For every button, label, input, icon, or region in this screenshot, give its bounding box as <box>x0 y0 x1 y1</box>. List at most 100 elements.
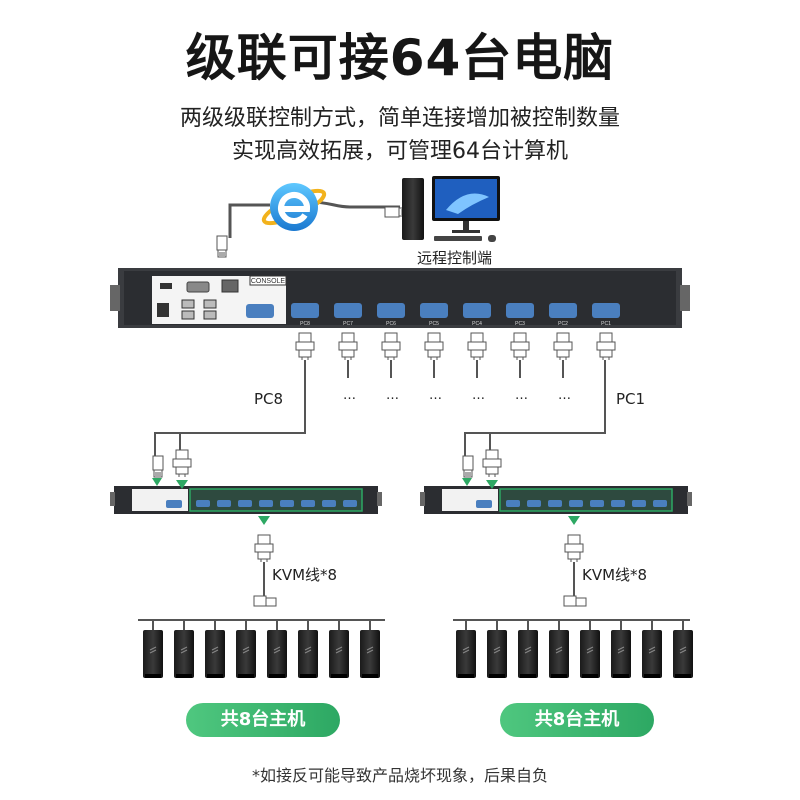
pc1-label: PC1 <box>616 390 646 408</box>
sub-kvm-port-8 <box>343 500 357 507</box>
vga-plug-icon-8 <box>596 332 616 361</box>
rj45-plug-icon <box>462 455 474 478</box>
sub-kvm-vga-in <box>476 500 492 508</box>
hosts-badge-right: 共8台主机 <box>500 703 654 737</box>
sub-kvm-port-highlight <box>499 488 673 512</box>
ellipsis-6: … <box>558 388 572 403</box>
host-pc-icon-7 <box>328 629 350 679</box>
vga-port-6 <box>506 303 534 318</box>
vga-plug-icon <box>482 449 502 478</box>
vga-plug-icon-4 <box>424 332 444 361</box>
host-pc-icon-8 <box>359 629 381 679</box>
sub-kvm-port-6 <box>301 500 315 507</box>
host-pc-icon-2 <box>486 629 508 679</box>
sub-kvm-port-1 <box>506 500 520 507</box>
subtitle-line-2: 实现高效拓展，可管理64台计算机 <box>232 139 568 164</box>
sub-kvm-port-5 <box>280 500 294 507</box>
arrow-down-icon <box>152 478 162 486</box>
sub-kvm-port-highlight <box>189 488 363 512</box>
sub-kvm-port-2 <box>217 500 231 507</box>
kvm-cable-vga-head-icon <box>575 597 587 607</box>
network-cable-left <box>228 203 270 238</box>
sub-kvm-ear-right <box>687 492 692 506</box>
sub-kvm-port-1 <box>196 500 210 507</box>
port-label-3: PC6 <box>386 321 396 327</box>
vga-plug-icon-3 <box>381 332 401 361</box>
sub-kvm-port-7 <box>632 500 646 507</box>
port-short-lines <box>347 360 564 378</box>
vga-port-2 <box>334 303 362 318</box>
remote-console-group <box>216 176 500 258</box>
host-pc-icon-7 <box>641 629 663 679</box>
kvm-cable-label-right: KVM线*8 <box>582 566 648 584</box>
host-pc-icon-1 <box>142 629 164 679</box>
host-pc-icon-4 <box>235 629 257 679</box>
ellipsis-3: … <box>429 388 443 403</box>
vga-plug-icon-1 <box>295 332 315 361</box>
sub-kvm-port-5 <box>590 500 604 507</box>
pc8-label: PC8 <box>254 390 284 408</box>
rj45-plug-icon <box>216 235 228 258</box>
ellipsis-4: … <box>472 388 486 403</box>
sub-kvm-right <box>420 449 692 607</box>
host-pc-icon-6 <box>610 629 632 679</box>
port-label-4: PC5 <box>429 321 439 327</box>
vga-port-7 <box>549 303 577 318</box>
cascade-line-pc1-net <box>464 432 605 456</box>
vga-plug-icon <box>172 449 192 478</box>
sub-kvm-port-4 <box>569 500 583 507</box>
host-pc-icon-3 <box>517 629 539 679</box>
port-label-5: PC4 <box>472 321 482 327</box>
vga-port-5 <box>463 303 491 318</box>
vga-port-1 <box>291 303 319 318</box>
sub-kvm-port-4 <box>259 500 273 507</box>
page-title: 级联可接64台电脑 <box>185 29 615 87</box>
port-label-2: PC7 <box>343 321 353 327</box>
host-pc-icon-5 <box>579 629 601 679</box>
vga-plug-icon-2 <box>338 332 358 361</box>
rj45-plug-icon <box>152 455 164 478</box>
ellipsis-5: … <box>515 388 529 403</box>
sub-kvm-port-8 <box>653 500 667 507</box>
arrow-output-icon <box>568 516 580 525</box>
cascade-line-pc1 <box>489 360 606 450</box>
port-label-6: PC3 <box>515 321 525 327</box>
sub-kvm-ear-left <box>420 492 425 506</box>
vga-port-8 <box>592 303 620 318</box>
sub-kvm-port-7 <box>322 500 336 507</box>
main-vga-plugs <box>295 332 616 361</box>
host-pc-icon-2 <box>173 629 195 679</box>
remote-control-label: 远程控制端 <box>417 249 493 267</box>
sub-kvm-ear-right <box>377 492 382 506</box>
warning-footnote: *如接反可能导致产品烧坏现象，后果自负 <box>251 766 548 785</box>
ellipsis-2: … <box>386 388 400 403</box>
sub-kvm-port-2 <box>527 500 541 507</box>
arrow-output-icon <box>258 516 270 525</box>
host-pc-icon-1 <box>455 629 477 679</box>
host-group-right <box>453 619 694 679</box>
network-cable <box>309 200 400 209</box>
kvm-cable-vga-head-icon <box>265 597 277 607</box>
port-label-8: PC1 <box>601 321 611 327</box>
ie-browser-icon <box>261 183 327 231</box>
host-pc-icon-8 <box>672 629 694 679</box>
host-pc-icon-6 <box>297 629 319 679</box>
port-label-7: PC2 <box>558 321 568 327</box>
sub-kvm-port-6 <box>611 500 625 507</box>
vga-plug-icon-5 <box>467 332 487 361</box>
kvm-cable-vga-plug-icon <box>254 534 274 563</box>
vga-plug-icon-7 <box>553 332 573 361</box>
arrow-down-icon-2 <box>176 480 188 489</box>
cascade-line-pc8-net <box>154 432 305 456</box>
console-label: CONSOLE <box>251 278 286 285</box>
kvm-cable-vga-plug-icon <box>564 534 584 563</box>
kvm-cable-label-left: KVM线*8 <box>272 566 338 584</box>
host-pc-icon-3 <box>204 629 226 679</box>
sub-kvm-port-3 <box>548 500 562 507</box>
host-pc-icon-5 <box>266 629 288 679</box>
host-pc-icon-4 <box>548 629 570 679</box>
sub-kvm-vga-in <box>166 500 182 508</box>
